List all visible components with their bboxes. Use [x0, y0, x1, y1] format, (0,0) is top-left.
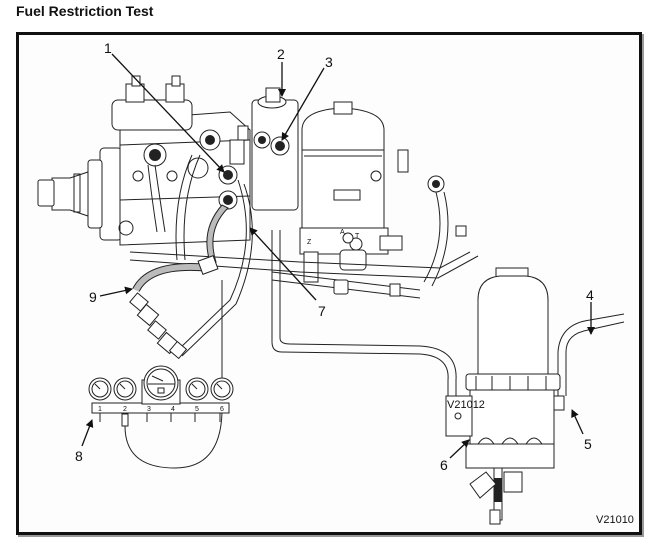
callout-6: 6	[440, 457, 448, 473]
callouts: 1 2 3 4 5 6 7 8 9	[75, 40, 595, 473]
gauge-number: 2	[123, 406, 127, 413]
port-label-a: A	[340, 229, 345, 236]
prefilter-assembly	[445, 267, 565, 525]
page-title: Fuel Restriction Test	[16, 3, 154, 19]
callout-2: 2	[277, 46, 285, 62]
callout-7: 7	[318, 303, 326, 319]
port-label-z: Z	[307, 239, 312, 246]
callout-3: 3	[325, 54, 333, 70]
fuel-filter-housing: Z A T	[251, 87, 467, 283]
figure-id: V21010	[596, 514, 634, 526]
callout-8: 8	[75, 448, 83, 464]
gauge-number: 4	[171, 406, 175, 413]
inner-figure-id: V21012	[447, 399, 485, 411]
port-label-t: T	[355, 233, 360, 240]
gauge-number: 3	[147, 406, 151, 413]
quick-coupler	[129, 292, 180, 355]
gauge-number: 1	[98, 406, 102, 413]
gauge-number: 6	[220, 406, 224, 413]
callout-9: 9	[89, 289, 97, 305]
callout-5: 5	[584, 436, 592, 452]
fuel-lines	[129, 154, 625, 396]
callout-4: 4	[586, 287, 594, 303]
gauge-3-4-large	[143, 365, 179, 401]
gauge-number: 5	[195, 406, 199, 413]
gauge-manifold: 1 2 3 4 5 6	[88, 365, 234, 469]
callout-1: 1	[104, 40, 112, 56]
